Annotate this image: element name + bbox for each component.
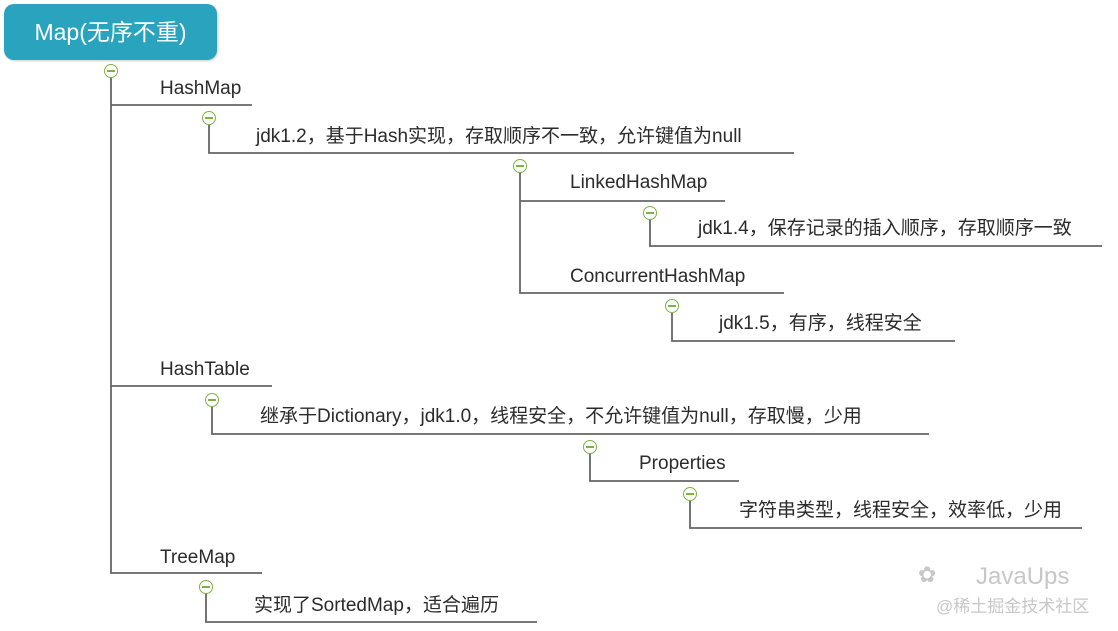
connector-hashtable-desc [211,407,929,435]
watermark-name: JavaUps [976,563,1070,590]
node-linkedhashmap-desc[interactable]: jdk1.4，保存记录的插入顺序，存取顺序一致 [698,218,1072,239]
connector-properties-desc [689,501,1082,529]
connector-treemap-desc [205,594,537,623]
collapse-toggle-icon[interactable] [643,206,657,220]
connector-properties [589,454,739,482]
node-hashmap[interactable]: HashMap [160,78,242,99]
collapse-toggle-icon[interactable] [199,580,213,594]
node-concurrenthashmap-desc[interactable]: jdk1.5，有序，线程安全 [719,313,922,334]
collapse-toggle-icon[interactable] [202,111,216,125]
root-node[interactable]: Map(无序不重) [4,4,217,60]
watermark-site: @稀土掘金技术社区 [936,597,1090,616]
connector-root-trunk [110,78,262,574]
node-treemap[interactable]: TreeMap [160,547,236,568]
node-properties[interactable]: Properties [639,453,726,474]
collapse-toggle-icon[interactable] [583,440,597,454]
node-concurrenthashmap[interactable]: ConcurrentHashMap [570,266,746,287]
wechat-logo-icon: ✿ [918,562,937,587]
collapse-toggle-icon[interactable] [513,159,527,173]
connector-linked-concurrent [519,173,784,294]
collapse-toggle-icon[interactable] [665,299,679,313]
connector-hashmap-desc [208,125,794,154]
node-hashtable[interactable]: HashTable [160,359,250,380]
node-properties-desc[interactable]: 字符串类型，线程安全，效率低，少用 [739,500,1063,521]
connector-linkedhashmap-desc [649,220,1102,247]
connector-concurrenthashmap-desc [671,313,955,342]
collapse-toggle-icon[interactable] [683,487,697,501]
node-linkedhashmap[interactable]: LinkedHashMap [570,172,708,193]
node-hashmap-desc[interactable]: jdk1.2，基于Hash实现，存取顺序不一致，允许键值为null [256,126,742,147]
collapse-toggle-icon[interactable] [205,393,219,407]
node-hashtable-desc[interactable]: 继承于Dictionary，jdk1.0，线程安全，不允许键值为null，存取慢… [260,406,862,427]
collapse-toggle-icon[interactable] [104,64,118,78]
node-treemap-desc[interactable]: 实现了SortedMap，适合遍历 [254,595,499,616]
